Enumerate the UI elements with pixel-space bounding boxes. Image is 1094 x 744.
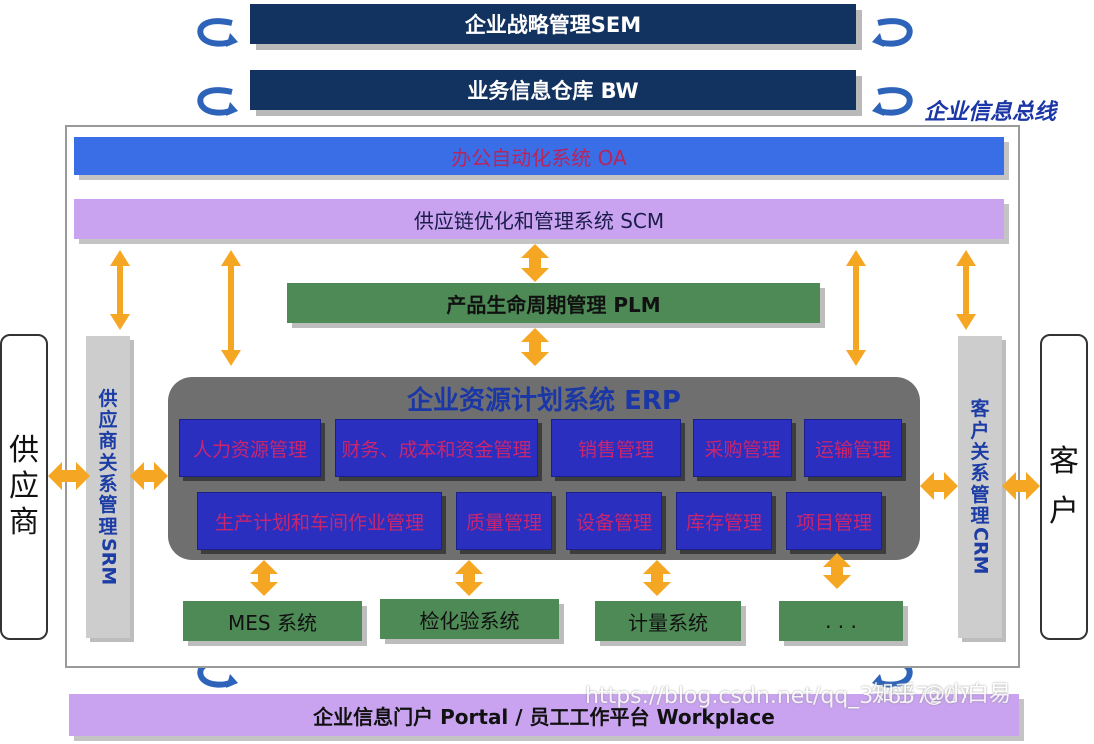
erp-module: 人力资源管理 <box>179 419 321 477</box>
srm-char: 管 <box>98 494 118 517</box>
cycle-arrow-icon <box>197 18 238 47</box>
customer-char: 户 <box>1049 494 1079 529</box>
metering-label: 计量系统 <box>628 610 708 635</box>
metering-system: 计量系统 <box>595 601 741 641</box>
supplier-char: 供 <box>9 433 39 468</box>
lab-system: 检化验系统 <box>380 599 559 639</box>
customer-box: 客 户 <box>1040 334 1088 640</box>
customer-char: 客 <box>1049 444 1079 479</box>
erp-module: 运输管理 <box>804 419 902 477</box>
srm-char: 理 <box>98 515 118 538</box>
erp-title: 企业资源计划系统 ERP <box>407 386 681 416</box>
bw-bar: 业务信息仓库 BW <box>250 70 856 110</box>
erp-module: 项目管理 <box>786 492 882 550</box>
crm-char: 关 <box>970 440 990 463</box>
bus-label: 企业信息总线 <box>924 100 1057 125</box>
erp-module: 生产计划和车间作业管理 <box>197 492 442 550</box>
cycle-arrow-icon <box>197 87 238 116</box>
scm-bar: 供应链优化和管理系统 SCM <box>74 199 1004 239</box>
plm-bar: 产品生命周期管理 PLM <box>287 283 820 323</box>
srm-char: 系 <box>98 473 118 496</box>
supplier-char: 商 <box>9 505 39 540</box>
cycle-arrow-icon <box>872 87 913 116</box>
sem-bar: 企业战略管理SEM <box>250 4 856 44</box>
watermark-zhihu: 知乎 @小白易 <box>872 682 1011 707</box>
supplier-char: 应 <box>9 469 39 504</box>
erp-module: 设备管理 <box>566 492 662 550</box>
oa-label: 办公自动化系统 OA <box>451 145 627 170</box>
mes-label: MES 系统 <box>228 610 317 635</box>
portal-label: 企业信息门户 Portal / 员工工作平台 Workplace <box>313 704 775 729</box>
more-label: . . . <box>825 609 857 633</box>
portal-bar: 企业信息门户 Portal / 员工工作平台 Workplace <box>69 694 1019 736</box>
lab-label: 检化验系统 <box>419 608 520 633</box>
bw-label: 业务信息仓库 BW <box>467 79 639 103</box>
erp-module: 财务、成本和资金管理 <box>335 419 538 477</box>
erp-module: 质量管理 <box>456 492 552 550</box>
srm-char: 关 <box>98 451 118 474</box>
crm-char: CRM <box>969 527 992 575</box>
srm-char: 商 <box>98 430 118 453</box>
crm-char: 系 <box>970 462 990 485</box>
sem-label: 企业战略管理SEM <box>464 13 642 37</box>
erp-module: 采购管理 <box>693 419 792 477</box>
srm-char: SRM <box>97 537 120 586</box>
erp-module: 库存管理 <box>676 492 772 550</box>
supplier-box: 供 应 商 <box>0 334 48 640</box>
oa-bar: 办公自动化系统 OA <box>74 137 1004 175</box>
crm-char: 户 <box>970 419 990 442</box>
srm-char: 供 <box>98 387 118 410</box>
crm-char: 理 <box>970 504 990 527</box>
crm-bar: 客 户 关 系 管 理 CRM <box>958 336 1002 638</box>
cycle-arrow-icon <box>872 18 913 47</box>
plm-label: 产品生命周期管理 PLM <box>446 292 661 317</box>
mes-system: MES 系统 <box>183 601 362 641</box>
erp-module: 销售管理 <box>551 419 681 477</box>
watermark-url: https://blog.csdn.net/qq_37657207 <box>585 684 972 709</box>
crm-char: 管 <box>970 483 990 506</box>
srm-char: 应 <box>98 409 118 432</box>
scm-label: 供应链优化和管理系统 SCM <box>413 208 665 233</box>
more-systems: . . . <box>779 601 903 641</box>
crm-char: 客 <box>970 398 990 421</box>
srm-bar: 供 应 商 关 系 管 理 SRM <box>86 336 130 638</box>
